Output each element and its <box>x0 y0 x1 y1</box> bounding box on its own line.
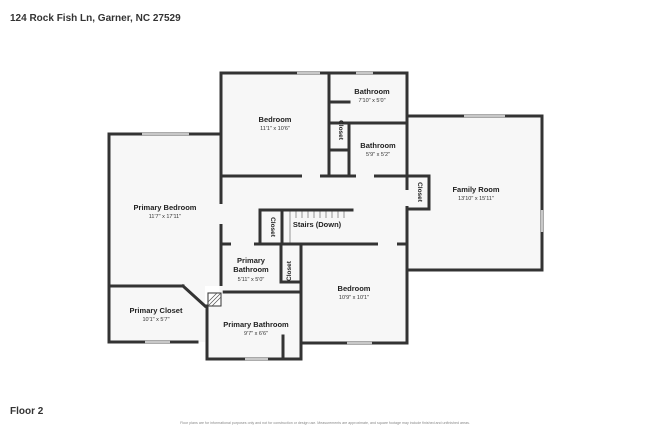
room-name-bathroom-mid: Bathroom <box>360 141 396 150</box>
room-name-primary-bath-small-line1: Primary <box>237 256 266 265</box>
primary-bath-large-floor <box>207 292 301 359</box>
room-dims-primary-bedroom: 11'7" x 17'11" <box>149 214 181 220</box>
room-dims-primary-bath-large: 9'7" x 6'6" <box>244 331 268 337</box>
room-dims-primary-bath-small: 5'11" x 5'0" <box>238 277 265 283</box>
bedroom-top-floor <box>221 73 329 176</box>
closet-label-family: Closet <box>416 182 423 203</box>
primary-bedroom-floor <box>109 134 221 286</box>
hatched-shaft <box>207 292 222 307</box>
room-name-stairs: Stairs (Down) <box>293 220 342 229</box>
room-name-bathroom-top: Bathroom <box>354 87 390 96</box>
bathroom-top-floor <box>329 73 407 123</box>
stairs-floor <box>260 210 352 244</box>
floor-label: Floor 2 <box>10 406 44 417</box>
room-dims-primary-closet: 10'1" x 5'7" <box>142 317 169 323</box>
room-dims-family-room: 13'10" x 15'11" <box>458 196 494 202</box>
room-dims-bathroom-top: 7'10" x 5'0" <box>358 98 385 104</box>
closet-label-bedroom: Closet <box>286 260 293 281</box>
room-dims-bedroom-bottom: 10'9" x 10'1" <box>339 295 369 301</box>
room-name-primary-bedroom: Primary Bedroom <box>134 203 197 212</box>
room-dims-bedroom-top: 11'1" x 10'6" <box>260 126 290 132</box>
primary-bath-small-floor <box>221 244 301 292</box>
bedroom-bottom-floor <box>301 244 407 343</box>
room-name-bedroom-top: Bedroom <box>259 115 292 124</box>
room-name-family-room: Family Room <box>452 185 499 194</box>
address: 124 Rock Fish Ln, Garner, NC 27529 <box>10 13 181 24</box>
disclaimer: Floor plans are for informational purpos… <box>180 421 470 425</box>
room-fills <box>109 73 542 359</box>
door-gaps <box>219 174 409 297</box>
primary-closet-floor <box>109 286 205 342</box>
room-name-bedroom-bottom: Bedroom <box>338 284 371 293</box>
room-name-primary-bath-small-line2: Bathroom <box>233 265 269 274</box>
closet-label-top: Closet <box>337 120 344 141</box>
closet-label-hall: Closet <box>269 217 276 238</box>
windows <box>142 71 544 361</box>
room-name-primary-closet: Primary Closet <box>130 306 183 315</box>
room-dims-bathroom-mid: 5'9" x 5'2" <box>366 152 390 158</box>
room-name-primary-bath-large: Primary Bathroom <box>223 320 289 329</box>
